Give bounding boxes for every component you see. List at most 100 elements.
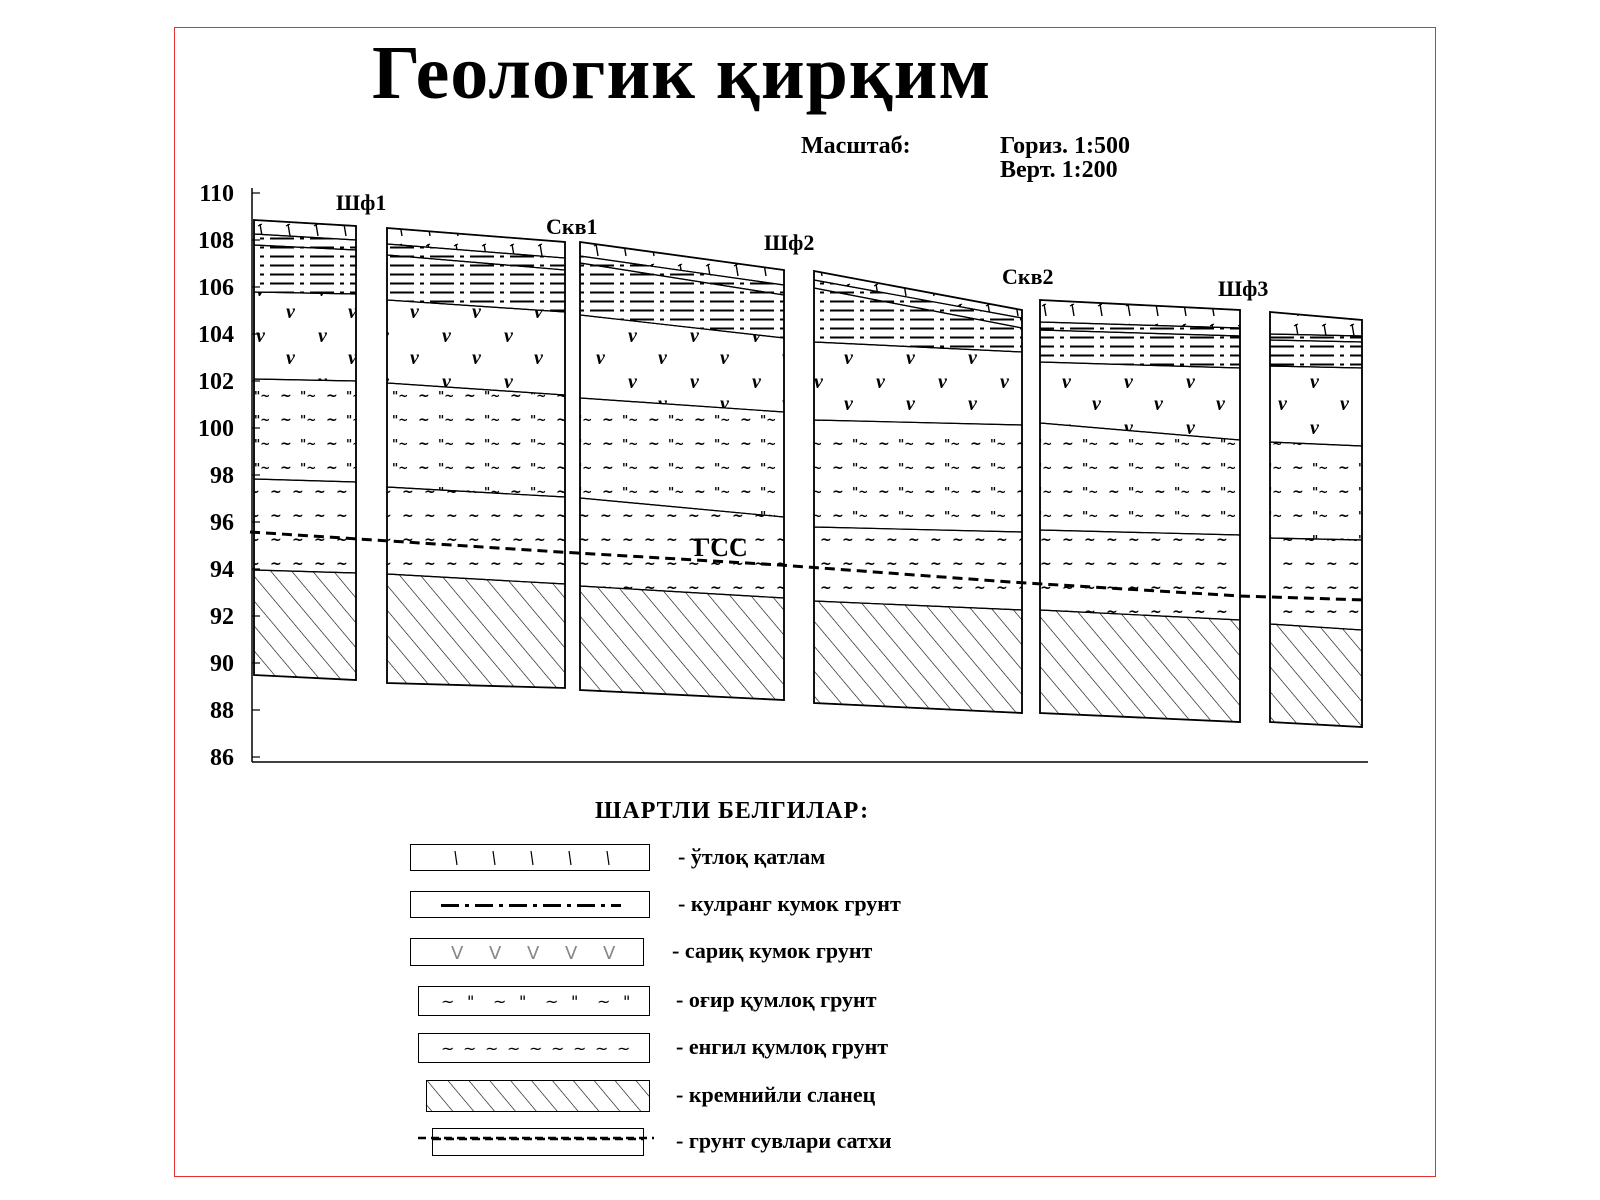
heavy-sandy-loam-layer [1269,441,1363,541]
section-column [386,227,566,689]
svg-text:V: V [527,943,540,964]
borehole-label: Скв1 [546,214,597,239]
svg-text:V: V [565,943,578,964]
borehole-label: Шф3 [1218,276,1268,301]
heavy-sandy-loam-layer [579,397,785,518]
column-outline [386,227,566,689]
legend-label: - сариқ кумок грунт [672,938,873,963]
svg-text:~: ~ [573,1039,586,1058]
legend-label: - кулранг кумок грунт [678,890,901,916]
axis-tick-label: 102 [198,369,234,395]
yellow-loam-layer [253,291,357,382]
section-column [1039,299,1241,723]
svg-text:~: ~ [597,992,610,1011]
svg-text:": " [571,992,578,1011]
grass-icon [410,844,650,871]
axis-tick-label: 90 [210,651,234,677]
legend-label: - грунт сувлари сатхи [676,1128,892,1153]
tilde-icon: ~ ~ ~ ~ ~ ~ ~ ~ ~ [418,1033,650,1063]
axis-tick-label: 100 [198,416,234,442]
svg-text:~: ~ [545,992,558,1011]
svg-text:": " [519,992,526,1011]
light-sandy-loam-layer [1039,529,1241,621]
light-sandy-loam-layer [1269,537,1363,631]
tilde-quote-icon: ~ " ~ " ~ " ~ " [418,986,650,1016]
axis-tick-label: 106 [198,275,234,301]
legend-label: - кремнийли сланец [676,1082,876,1107]
geologic-section: v v ~ "~ ~ ~ 110108106104102100989694929… [198,181,1368,771]
gray-loam-layer [1269,339,1363,369]
siliceous-shale-layer [253,569,357,681]
borehole-label: Шф2 [764,230,814,255]
heavy-sandy-loam-layer [386,382,566,498]
svg-text:V: V [451,943,464,964]
groundwater-level-line [249,530,1366,602]
dashed-line-extension [418,1136,654,1140]
scale-vertical: Верт. 1:200 [1000,157,1118,183]
svg-text:~: ~ [441,992,454,1011]
axis-tick-label: 98 [210,463,234,489]
svg-text:~: ~ [441,1039,454,1058]
borehole-columns [253,219,1363,728]
column-outline [1269,311,1363,728]
legend-title: ШАРТЛИ БЕЛГИЛАР: [595,798,870,824]
axis-tick-label: 86 [210,745,234,771]
legend-label: - енгил қумлоқ грунт [676,1034,889,1059]
axis-tick-label: 108 [198,228,234,254]
section-column [579,240,785,701]
groundwater-label: ГСС [694,533,748,562]
borehole-label: Шф1 [336,190,386,215]
svg-text:~: ~ [617,1039,630,1058]
heavy-sandy-loam-layer [253,378,357,483]
scale-label: Масштаб: [801,133,911,159]
siliceous-shale-layer [813,600,1023,714]
svg-text:": " [467,992,474,1011]
siliceous-shale-layer [386,573,566,689]
svg-text:~: ~ [493,992,506,1011]
axis-tick-label: 110 [199,181,234,207]
gray-loam-layer [253,244,357,295]
siliceous-shale-layer [1039,609,1241,723]
column-outline [579,240,785,701]
light-sandy-loam-layer [386,486,566,585]
svg-text:~: ~ [595,1039,608,1058]
heavy-sandy-loam-layer [813,419,1023,533]
svg-text:~: ~ [463,1039,476,1058]
dash-dot-line-icon [410,891,650,918]
dashed-line-icon [432,1128,644,1156]
elevation-axis: 110 108 106 104 102 100 98 96 94 92 90 88 86 [198,181,1368,771]
legend-label: - ўтлоқ қатлам [678,843,826,869]
svg-text:": " [623,992,630,1011]
legend-label: - оғир қумлоқ грунт [676,987,877,1012]
page-frame [174,27,1436,1177]
svg-text:V: V [489,943,502,964]
section-column [1269,311,1363,728]
column-outline [253,219,357,681]
page-title: Геологик қирқим [372,31,992,115]
scale-horizontal: Гориз. 1:500 [1000,133,1130,159]
axis-tick-label: 96 [210,510,234,536]
axis-tick-label: 92 [210,604,234,630]
light-sandy-loam-layer [253,478,357,574]
axis-tick-label: 94 [210,557,234,583]
siliceous-shale-layer [579,585,785,701]
column-outline [813,269,1023,714]
column-outline [1039,299,1241,723]
siliceous-shale-layer [1269,623,1363,728]
borehole-label: Скв2 [1002,264,1053,289]
svg-text:~: ~ [551,1039,564,1058]
yellow-loam-layer [813,341,1023,426]
svg-text:~: ~ [485,1039,498,1058]
section-column [253,219,357,681]
svg-text:~: ~ [529,1039,542,1058]
yellow-loam-layer [386,299,566,396]
axis-tick-label: 88 [210,698,234,724]
axis-tick-label: 104 [198,322,234,348]
heavy-sandy-loam-layer [1039,422,1241,536]
yellow-loam-layer [1269,365,1363,447]
svg-text:~: ~ [507,1039,520,1058]
hatch-icon [426,1080,650,1112]
section-column [813,269,1023,714]
